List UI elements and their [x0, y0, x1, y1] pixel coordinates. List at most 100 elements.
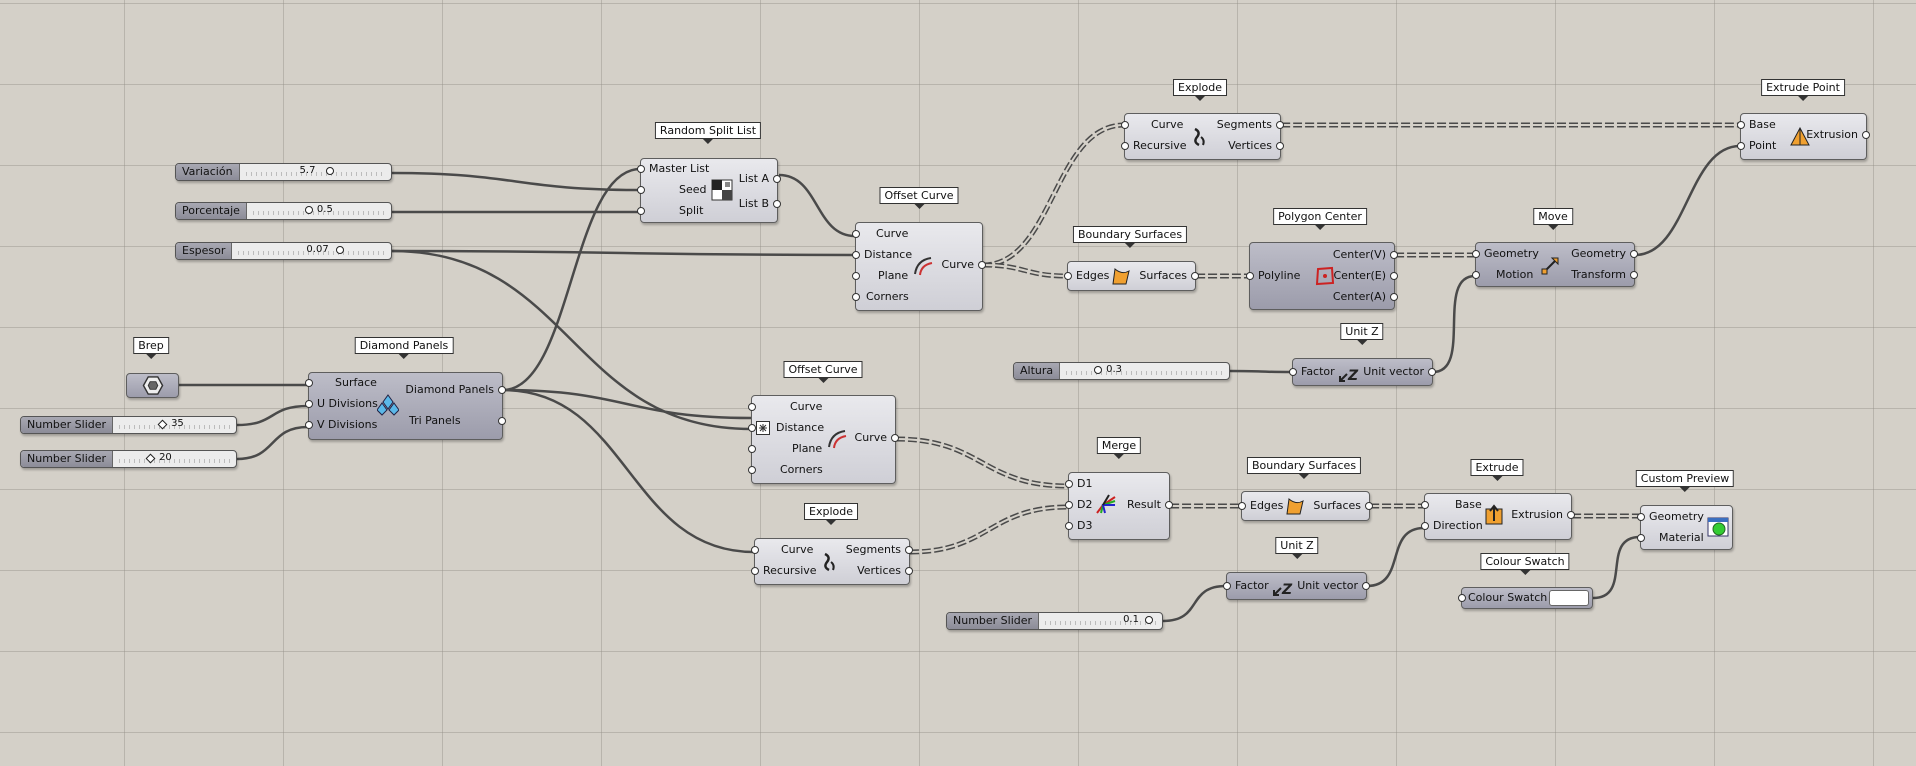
output-transform[interactable]: Transform	[1571, 268, 1626, 281]
output-curve[interactable]: Curve	[854, 431, 887, 444]
brep-param-node[interactable]	[126, 373, 179, 398]
slider-grip[interactable]	[325, 167, 334, 175]
input-base[interactable]: Base	[1749, 118, 1776, 131]
slider-grip[interactable]	[157, 419, 168, 430]
offset-curve-node[interactable]: Curve Distance Plane Corners Curve	[852, 222, 986, 311]
input-port[interactable]	[852, 251, 860, 259]
output-list-a[interactable]: List A	[738, 172, 769, 185]
output-port[interactable]	[891, 434, 899, 442]
output-extrusion[interactable]: Extrusion	[1511, 508, 1563, 521]
output-segments[interactable]: Segments	[845, 543, 901, 556]
output-port[interactable]	[1390, 293, 1398, 301]
input-edges[interactable]: Edges	[1076, 269, 1110, 282]
input-motion[interactable]: Motion	[1496, 268, 1534, 281]
output-port[interactable]	[773, 175, 781, 183]
input-geometry[interactable]: Geometry	[1484, 247, 1539, 260]
merge-node[interactable]: D1 D2 D3 Result	[1065, 472, 1173, 540]
slider-track[interactable]: 0.3	[1066, 364, 1223, 376]
input-port[interactable]	[1121, 142, 1129, 150]
output-diamond-panels[interactable]: Diamond Panels	[405, 383, 494, 396]
move-node[interactable]: Geometry Motion Geometry Transform	[1472, 242, 1638, 287]
slider-grip[interactable]	[1094, 366, 1103, 374]
output-center-e[interactable]: Center(E)	[1333, 269, 1386, 282]
input-port[interactable]	[637, 165, 645, 173]
input-port[interactable]	[1065, 501, 1073, 509]
diamond-panels-node[interactable]: Surface U Divisions V Divisions Diamond …	[305, 372, 506, 440]
output-surfaces[interactable]: Surfaces	[1139, 269, 1187, 282]
output-port[interactable]	[1165, 501, 1173, 509]
input-port[interactable]	[1421, 522, 1429, 530]
input-edges[interactable]: Edges	[1250, 499, 1284, 512]
slider-track[interactable]: 20	[119, 452, 230, 464]
extrude-point-node[interactable]: Base Point Extrusion	[1737, 113, 1870, 160]
output-tri-panels[interactable]: Tri Panels	[409, 414, 461, 427]
input-corners[interactable]: Corners	[866, 290, 909, 303]
input-port[interactable]	[1238, 502, 1246, 510]
output-port[interactable]	[773, 200, 781, 208]
input-port[interactable]	[637, 186, 645, 194]
output-port[interactable]	[498, 417, 506, 425]
input-master-list[interactable]: Master List	[649, 162, 710, 175]
extrude-node[interactable]: Base Direction Extrusion	[1421, 493, 1575, 540]
input-port[interactable]	[1223, 582, 1231, 590]
input-surface[interactable]: Surface	[335, 376, 377, 389]
output-port[interactable]	[1276, 121, 1284, 129]
slider-variacion[interactable]: Variación 5.7	[175, 163, 392, 181]
input-d1[interactable]: D1	[1077, 477, 1093, 490]
slider-track[interactable]: 0.5	[252, 204, 385, 216]
input-factor[interactable]: Factor	[1235, 579, 1269, 592]
output-center-v[interactable]: Center(V)	[1332, 248, 1386, 261]
input-port[interactable]	[748, 424, 756, 432]
input-point[interactable]: Point	[1749, 139, 1777, 152]
output-unit-vector[interactable]: Unit vector	[1363, 365, 1424, 378]
input-curve[interactable]: Curve	[876, 227, 909, 240]
input-u-divisions[interactable]: U Divisions	[317, 397, 378, 410]
input-curve[interactable]: Curve	[781, 543, 814, 556]
colour-swatch-node[interactable]: Colour Swatch	[1458, 587, 1593, 609]
output-port[interactable]	[1567, 511, 1575, 519]
random-split-list-node[interactable]: Master List Seed Split List A List B	[637, 158, 781, 223]
input-port[interactable]	[748, 445, 756, 453]
output-unit-vector[interactable]: Unit vector	[1297, 579, 1358, 592]
input-curve[interactable]: Curve	[790, 400, 823, 413]
input-corners[interactable]: Corners	[780, 463, 823, 476]
output-port[interactable]	[905, 567, 913, 575]
unit-z-node[interactable]: Factor Z Unit vector	[1223, 572, 1370, 600]
slider-track[interactable]: 0.07	[238, 244, 385, 256]
input-recursive[interactable]: Recursive	[763, 564, 817, 577]
input-v-divisions[interactable]: V Divisions	[317, 418, 378, 431]
input-port[interactable]	[852, 272, 860, 280]
input-material[interactable]: Material	[1659, 531, 1704, 544]
input-port[interactable]	[751, 567, 759, 575]
input-distance[interactable]: Distance	[864, 248, 913, 261]
input-port[interactable]	[1737, 142, 1745, 150]
output-port[interactable]	[905, 546, 913, 554]
input-plane[interactable]: Plane	[792, 442, 823, 455]
output-port[interactable]	[498, 386, 506, 394]
input-port[interactable]	[751, 546, 759, 554]
input-port[interactable]	[1737, 121, 1745, 129]
input-split[interactable]: Split	[679, 204, 704, 217]
output-port[interactable]	[1365, 502, 1373, 510]
input-port[interactable]	[1458, 594, 1466, 602]
slider-grip[interactable]	[336, 246, 345, 254]
output-port[interactable]	[1428, 368, 1436, 376]
polygon-center-node[interactable]: Polyline Center(V) Center(E) Center(A)	[1246, 242, 1398, 310]
output-geometry[interactable]: Geometry	[1571, 247, 1626, 260]
input-port[interactable]	[1421, 501, 1429, 509]
slider-altura[interactable]: Altura 0.3	[1013, 362, 1230, 380]
input-factor[interactable]: Factor	[1301, 365, 1335, 378]
output-list-b[interactable]: List B	[738, 197, 769, 210]
input-port[interactable]	[305, 379, 313, 387]
slider-u-divisions[interactable]: Number Slider 35	[20, 416, 237, 434]
input-port[interactable]	[852, 230, 860, 238]
input-recursive[interactable]: Recursive	[1133, 139, 1187, 152]
output-port[interactable]	[1390, 251, 1398, 259]
input-polyline[interactable]: Polyline	[1258, 269, 1301, 282]
output-port[interactable]	[1390, 272, 1398, 280]
input-port[interactable]	[305, 421, 313, 429]
output-vertices[interactable]: Vertices	[857, 564, 901, 577]
explode-node[interactable]: Curve Recursive Segments Vertices	[751, 538, 913, 585]
output-result[interactable]: Result	[1127, 498, 1161, 511]
input-port[interactable]	[305, 400, 313, 408]
